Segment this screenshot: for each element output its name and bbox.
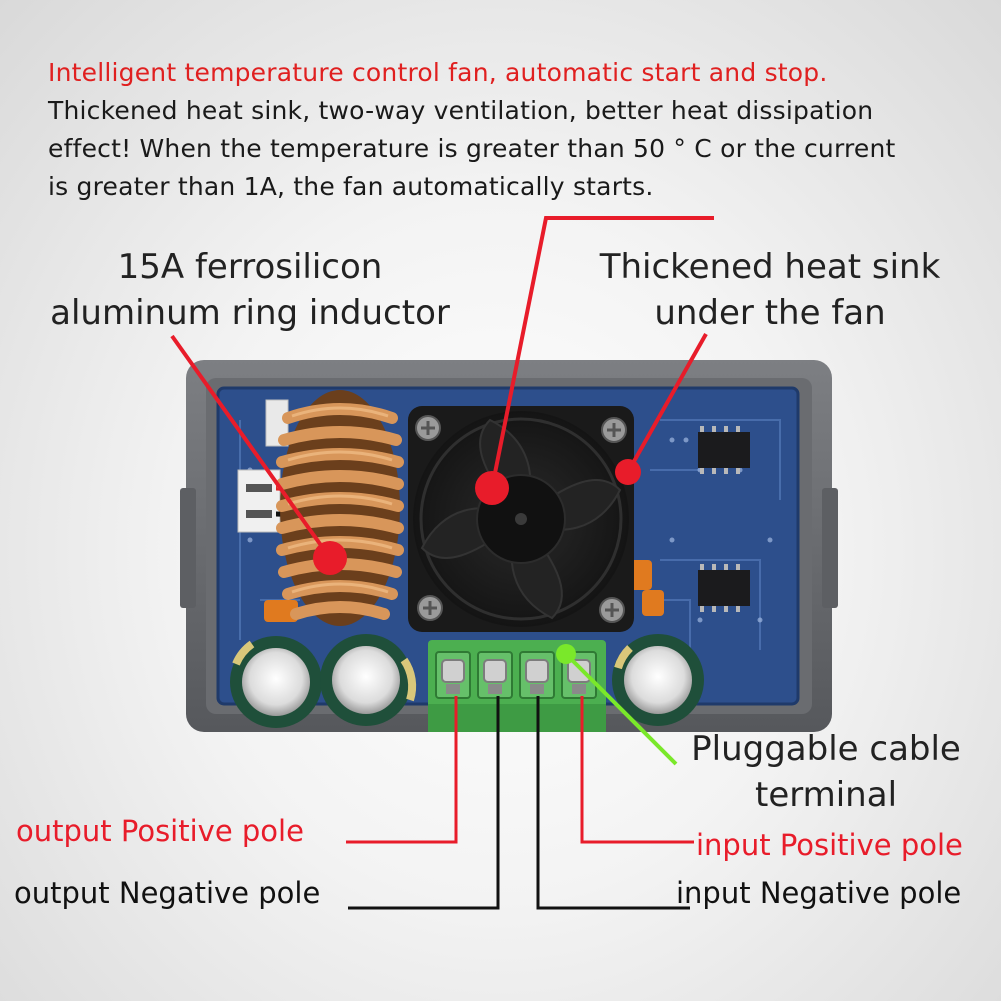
label-inductor-line-2: aluminum ring inductor xyxy=(50,293,450,333)
label-inductor: 15A ferrosilicon aluminum ring inductor xyxy=(30,244,470,336)
pole-wires xyxy=(346,696,694,910)
label-input-positive: input Positive pole xyxy=(696,828,963,862)
header-line-2: Thickened heat sink, two-way ventilation… xyxy=(48,96,874,125)
label-output-positive: output Positive pole xyxy=(16,814,304,848)
terminal-block xyxy=(428,640,606,732)
label-inductor-line-1: 15A ferrosilicon xyxy=(117,247,383,287)
label-heatsink: Thickened heat sink under the fan xyxy=(580,244,960,336)
label-output-negative: output Negative pole xyxy=(14,876,321,910)
pointer-fan xyxy=(475,216,714,505)
pointer-inductor xyxy=(170,334,347,575)
pointer-terminal xyxy=(556,644,678,766)
label-terminal-line-1: Pluggable cable xyxy=(691,729,961,769)
label-heatsink-line-1: Thickened heat sink xyxy=(599,247,941,287)
header-line-1: Intelligent temperature control fan, aut… xyxy=(48,58,828,87)
label-terminal: Pluggable cable terminal xyxy=(676,726,976,818)
orange-capacitors xyxy=(264,560,664,622)
label-input-negative: input Negative pole xyxy=(676,876,962,910)
cooling-fan xyxy=(408,406,634,632)
electrolytic-capacitors xyxy=(230,634,704,728)
header-line-3: effect! When the temperature is greater … xyxy=(48,134,896,163)
label-terminal-line-2: terminal xyxy=(754,775,898,815)
header-line-4: is greater than 1A, the fan automaticall… xyxy=(48,172,654,201)
ic-chips xyxy=(698,426,750,612)
label-heatsink-line-2: under the fan xyxy=(654,293,886,333)
toroid-inductor xyxy=(276,390,404,626)
pointer-heatsink xyxy=(615,333,708,485)
